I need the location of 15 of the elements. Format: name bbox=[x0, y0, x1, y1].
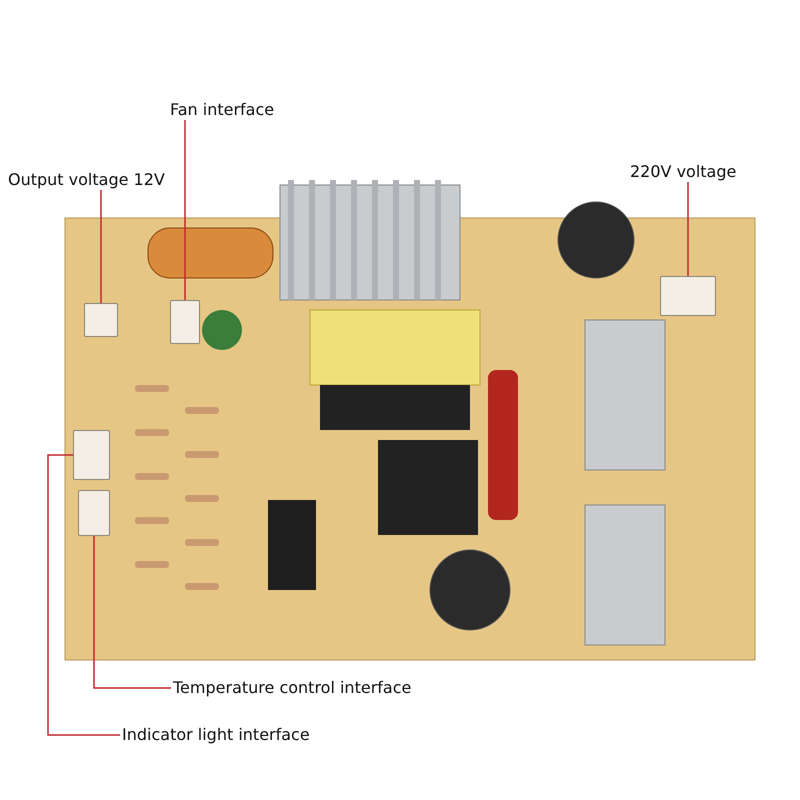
callout-label: Temperature control interface bbox=[173, 678, 412, 698]
connector-socket bbox=[73, 430, 110, 480]
leader-line bbox=[47, 454, 120, 736]
leader-line bbox=[93, 536, 171, 689]
connector-socket bbox=[78, 490, 110, 536]
connector-socket bbox=[660, 276, 716, 316]
connector-socket bbox=[84, 303, 118, 337]
leader-line bbox=[184, 120, 186, 300]
leader-line bbox=[687, 182, 689, 276]
callout-label: 220V voltage bbox=[630, 162, 736, 182]
callout-label: Output voltage 12V bbox=[8, 170, 165, 190]
callout-label: Fan interface bbox=[170, 100, 274, 120]
connector-socket bbox=[170, 300, 200, 344]
leader-line bbox=[100, 190, 102, 303]
callout-label: Indicator light interface bbox=[122, 725, 310, 745]
